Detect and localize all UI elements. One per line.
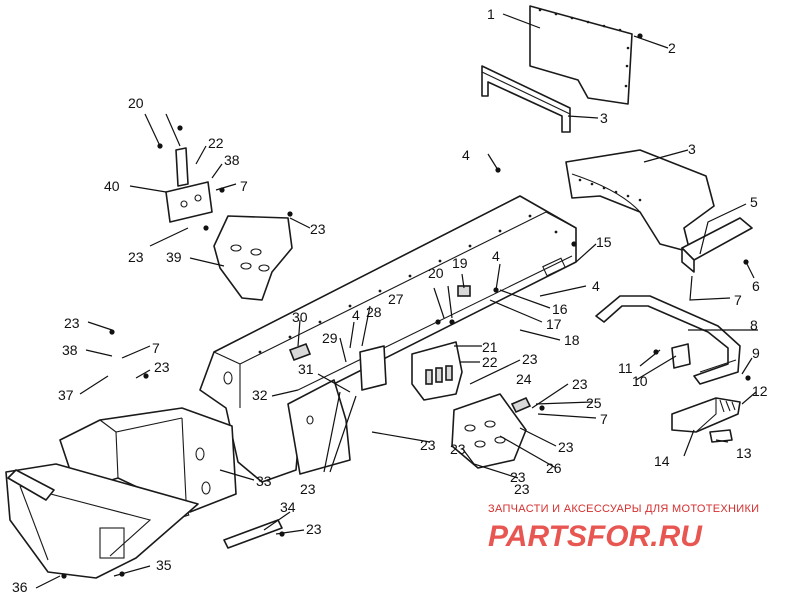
callout-9: 9 — [752, 345, 760, 361]
callout-1: 1 — [487, 6, 495, 22]
part-base-tray — [5, 463, 199, 579]
part-lens — [709, 429, 733, 443]
callout-21: 21 — [482, 339, 498, 355]
callout-38: 38 — [62, 342, 78, 358]
callout-4: 4 — [462, 147, 470, 163]
callout-35: 35 — [156, 557, 172, 573]
callout-7: 7 — [734, 292, 742, 308]
callout-10: 10 — [632, 373, 648, 389]
callout-28: 28 — [366, 304, 382, 320]
callout-5: 5 — [750, 194, 758, 210]
fastener-dots — [61, 33, 751, 579]
callout-7: 7 — [152, 340, 160, 356]
part-front-side-panel — [287, 379, 351, 475]
callout-32: 32 — [252, 387, 268, 403]
callout-18: 18 — [564, 332, 580, 348]
callout-23: 23 — [310, 221, 326, 237]
callout-39: 39 — [166, 249, 182, 265]
callout-17: 17 — [546, 316, 562, 332]
callout-23: 23 — [510, 469, 526, 485]
callout-34: 34 — [280, 499, 296, 515]
part-plate-30 — [288, 342, 312, 362]
callout-37: 37 — [58, 387, 74, 403]
callout-23: 23 — [572, 376, 588, 392]
callout-4: 4 — [492, 248, 500, 264]
callout-14: 14 — [654, 453, 670, 469]
callout-16: 16 — [552, 301, 568, 317]
callout-15: 15 — [596, 234, 612, 250]
part-flap-panel — [529, 5, 633, 105]
callout-24: 24 — [516, 371, 532, 387]
callout-23: 23 — [420, 437, 436, 453]
callout-22: 22 — [208, 135, 224, 151]
callout-4: 4 — [592, 278, 600, 294]
part-flap-bracket — [481, 65, 571, 133]
callout-labels: 1 2 3 3 4 4 4 4 5 6 7 7 7 7 8 9 10 11 12… — [12, 6, 768, 594]
callout-23: 23 — [128, 249, 144, 265]
part-block-24 — [510, 396, 532, 414]
callout-11: 11 — [618, 360, 633, 376]
callout-29: 29 — [322, 330, 338, 346]
callout-23: 23 — [306, 521, 322, 537]
callout-40: 40 — [104, 178, 120, 194]
part-rear-fender-cover — [565, 149, 715, 253]
callout-7: 7 — [240, 178, 248, 194]
callout-22: 22 — [482, 354, 498, 370]
callout-13: 13 — [736, 445, 752, 461]
part-mounting-plate-39 — [213, 215, 293, 301]
callout-2: 2 — [668, 40, 676, 56]
part-small-plate — [671, 343, 691, 369]
part-rear-plate — [681, 217, 753, 273]
callout-3: 3 — [688, 141, 696, 157]
callout-27: 27 — [388, 291, 404, 307]
callout-23: 23 — [514, 481, 530, 497]
callout-36: 36 — [12, 579, 28, 594]
callout-30: 30 — [292, 309, 308, 325]
callout-23: 23 — [558, 439, 574, 455]
callout-6: 6 — [752, 278, 760, 294]
watermark-logo: PARTSFOR.RU — [488, 520, 703, 553]
part-lower-plate-26 — [451, 393, 527, 469]
callout-38: 38 — [224, 152, 240, 168]
callout-23: 23 — [64, 315, 80, 331]
callout-26: 26 — [546, 460, 562, 476]
callout-19: 19 — [452, 255, 468, 271]
callout-8: 8 — [750, 317, 758, 333]
callout-4: 4 — [352, 307, 360, 323]
callout-23: 23 — [450, 441, 466, 457]
callout-25: 25 — [586, 395, 602, 411]
part-bracket-40 — [165, 147, 213, 223]
part-tail-light — [671, 397, 741, 433]
callout-23: 23 — [154, 359, 170, 375]
callout-23: 23 — [522, 351, 538, 367]
part-panel-28 — [359, 345, 387, 391]
watermark-tagline: ЗАПЧАСТИ И АКСЕССУАРЫ ДЛЯ МОТОТЕХНИКИ — [488, 503, 759, 515]
watermark: ЗАПЧАСТИ И АКСЕССУАРЫ ДЛЯ МОТОТЕХНИКИ PA… — [488, 503, 759, 553]
callout-12: 12 — [752, 383, 768, 399]
callout-20: 20 — [428, 265, 444, 281]
callout-3: 3 — [600, 110, 608, 126]
callout-20: 20 — [128, 95, 144, 111]
callout-23: 23 — [300, 481, 316, 497]
part-center-bracket — [411, 341, 463, 401]
part-rear-bumper — [595, 295, 741, 385]
callout-31: 31 — [298, 361, 314, 377]
callout-33: 33 — [256, 473, 272, 489]
callout-7: 7 — [600, 411, 608, 427]
